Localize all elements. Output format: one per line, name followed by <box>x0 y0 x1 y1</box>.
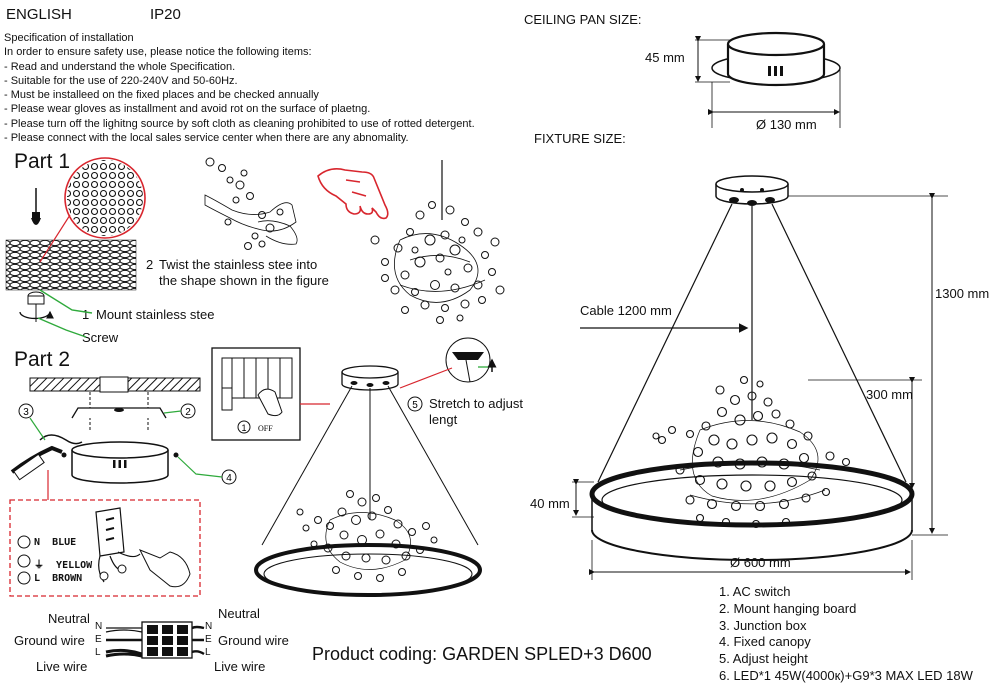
product-coding: Product coding: GARDEN SPLED+3 D600 <box>312 644 652 664</box>
wire-color-name: YELLOW <box>56 560 93 571</box>
spec-item: - Please wear gloves as installment and … <box>4 103 371 116</box>
spec-title: Specification of installation <box>4 32 134 44</box>
parts-list-item: 2. Mount hanging board <box>719 600 857 616</box>
parts-list-item: 6. LED*1 45W(4000к)+G9*3 MAX LED 18W <box>719 667 973 683</box>
wiring-detail-box <box>9 470 201 597</box>
wire-legend-yellow: ⏚ YELLOW <box>34 556 92 571</box>
ceiling-pan-height: 45 mm <box>645 50 685 65</box>
wire-code: L <box>34 573 41 584</box>
callout-4: 4 <box>226 473 232 484</box>
ceiling-pan-title: CEILING PAN SIZE: <box>524 12 642 27</box>
callout-5: 5 <box>412 400 418 411</box>
wire-code: ⏚ <box>34 560 44 571</box>
total-height: 1300 mm <box>935 286 990 301</box>
wiring-right-neutral: Neutral <box>218 606 260 621</box>
stretch-detail-drawing <box>399 337 497 412</box>
switch-off-drawing <box>211 347 330 441</box>
parts-list: 1. AC switch 2. Mount hanging board 3. J… <box>719 584 973 685</box>
parts-list-item: 3. Junction box <box>719 617 807 633</box>
stretch-label-line2: lengt <box>429 412 458 427</box>
pointing-hand-icon <box>317 168 389 220</box>
wiring-left-live: Live wire <box>36 659 88 674</box>
step1-label: Mount stainless stee <box>96 307 215 322</box>
step2-text-line2: the shape shown in the figure <box>159 273 329 288</box>
twist-hands-sketch <box>204 157 298 250</box>
step2-text-line1: Twist the stainless stee into <box>159 257 318 272</box>
step2-number: 2 <box>146 257 154 272</box>
middle-pendant-drawing <box>254 365 482 597</box>
terminal-e-left: E <box>95 634 102 645</box>
wire-legend-blue: N BLUE <box>34 537 76 548</box>
wiring-left-neutral: Neutral <box>48 611 90 626</box>
wiring-left-ground: Ground wire <box>14 633 85 648</box>
terminal-e-right: E <box>205 634 212 645</box>
callout-3: 3 <box>23 407 29 418</box>
parts-list-item: 4. Fixed canopy <box>719 634 811 650</box>
off-label: OFF <box>258 424 273 433</box>
screw-label: Screw <box>82 330 119 345</box>
terminal-l-left: L <box>95 647 101 658</box>
ceiling-pan-drawing <box>695 31 841 128</box>
stretch-label-line1: Stretch to adjust <box>429 396 523 411</box>
fixture-title: FIXTURE SIZE: <box>534 131 626 146</box>
spec-item: - Read and understand the whole Specific… <box>4 60 236 73</box>
fixture-drawing <box>572 175 948 580</box>
spec-block: Specification of installation In order t… <box>4 31 475 145</box>
language-label: ENGLISH <box>6 6 72 23</box>
spec-item: - Please connect with the local sales se… <box>4 132 409 145</box>
cluster-height: 300 mm <box>866 387 913 402</box>
wire-color-name: BLUE <box>52 537 77 548</box>
part2-mounting-drawing <box>10 376 237 485</box>
spec-item: - Please turn off the lighitng source by… <box>4 117 475 130</box>
cable-length: Cable 1200 mm <box>580 303 672 318</box>
terminal-l-right: L <box>205 647 211 658</box>
spec-item: - Suitable for the use of 220-240V and 5… <box>4 74 238 87</box>
ceiling-pan-diameter: Ø 130 mm <box>756 117 817 132</box>
wire-legend-brown: L BROWN <box>34 573 82 584</box>
wire-color-name: BROWN <box>52 573 83 584</box>
part1-title: Part 1 <box>14 150 71 173</box>
terminal-n-right: N <box>205 621 213 632</box>
twisted-cluster-drawing <box>370 160 505 324</box>
callout-2: 2 <box>185 407 191 418</box>
terminal-block-diagram <box>105 621 205 659</box>
part1-drawings <box>5 157 146 338</box>
callout-1: 1 <box>241 423 246 433</box>
wiring-right-live: Live wire <box>214 659 266 674</box>
wire-code: N <box>34 537 41 548</box>
terminal-n-left: N <box>95 621 103 632</box>
step1-number: 1 <box>82 307 90 322</box>
parts-list-item: 5. Adjust height <box>719 651 808 667</box>
parts-list-item: 1. AC switch <box>719 584 791 599</box>
spec-intro: In order to ensure safety use, please no… <box>4 46 312 59</box>
ring-height: 40 mm <box>530 496 570 511</box>
part2-title: Part 2 <box>14 348 71 371</box>
ip-rating: IP20 <box>150 6 181 23</box>
spec-item: - Must be installeed on the fixed places… <box>4 89 319 102</box>
wiring-right-ground: Ground wire <box>218 633 289 648</box>
